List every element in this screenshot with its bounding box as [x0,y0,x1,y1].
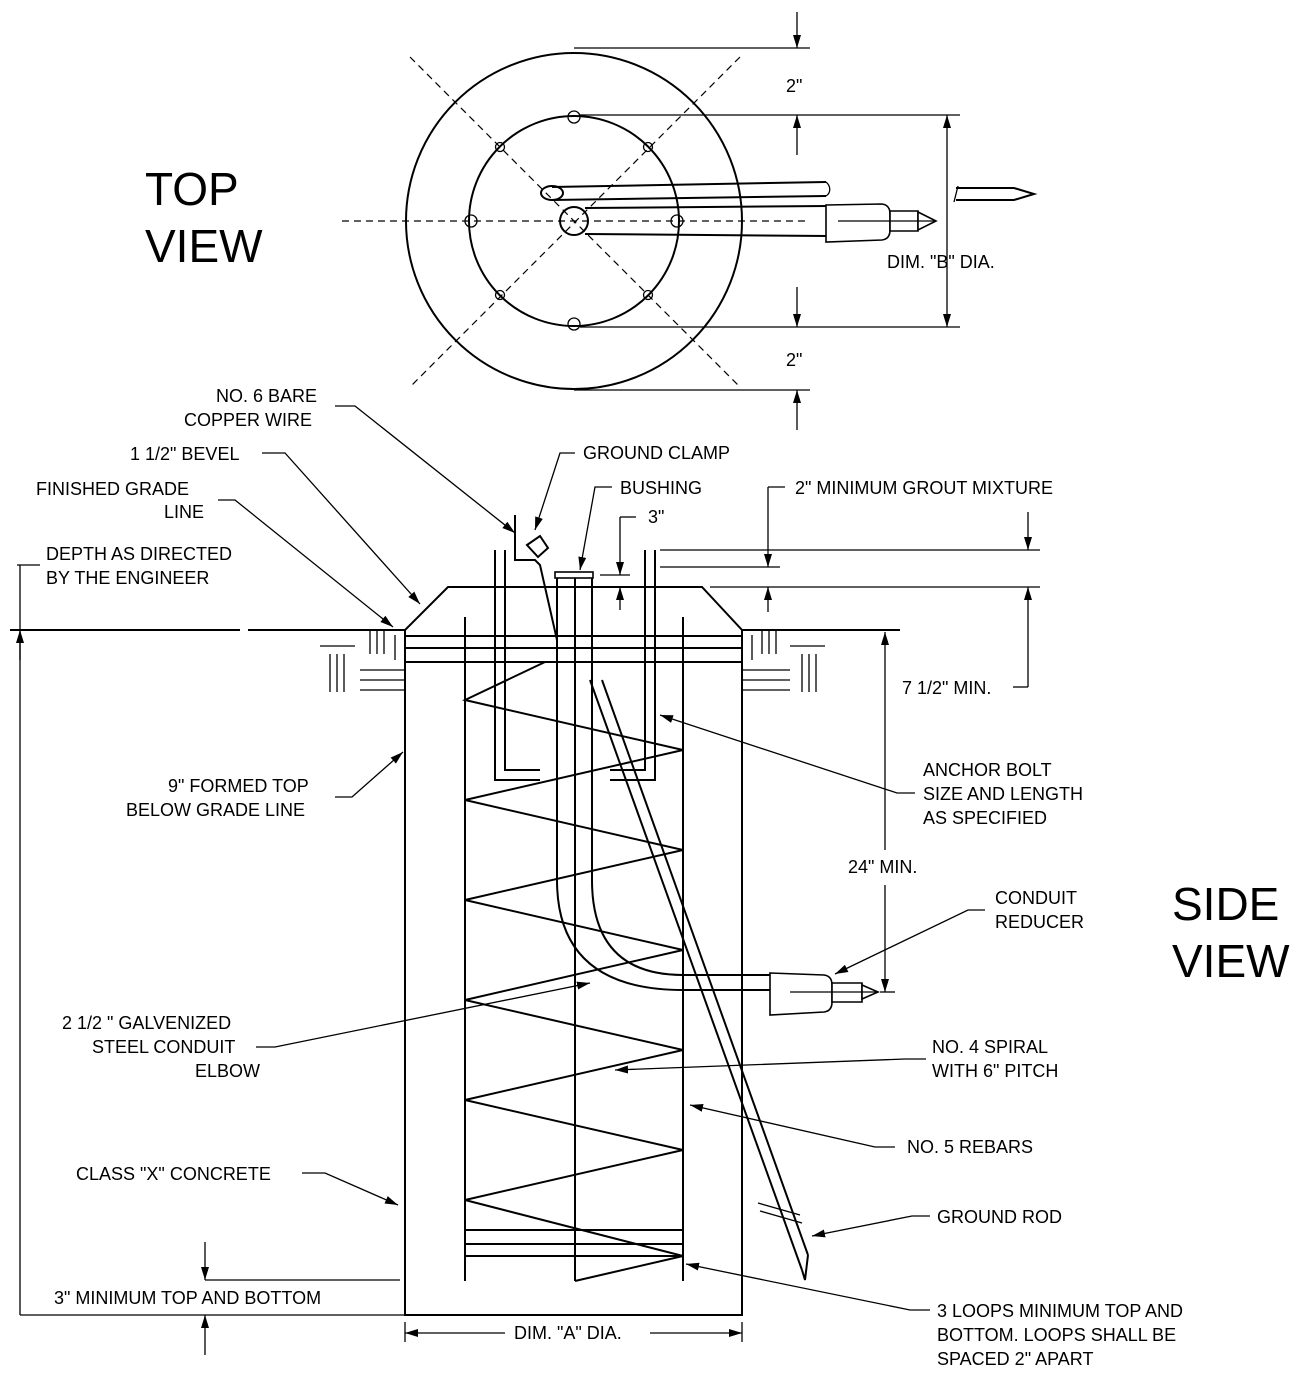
formed-top-label-2: BELOW GRADE LINE [126,800,305,820]
three-min-label: 3" MINIMUM TOP AND BOTTOM [54,1288,321,1308]
depth-label-1: DEPTH AS DIRECTED [46,544,232,564]
conduit-circle [559,206,589,236]
soil-hatch-left [320,630,405,692]
formed-top-label-1: 9" FORMED TOP [168,776,309,796]
anchor-bolt-label-3: AS SPECIFIED [923,808,1047,828]
conduit-reducer-label-1: CONDUIT [995,888,1077,908]
loops-label-1: 3 LOOPS MINIMUM TOP AND [937,1301,1183,1321]
side-view [10,405,1040,1355]
conduit-elbow [556,578,770,991]
top-dim-2in-upper: 2" [786,76,802,96]
top-dim-2in-lower: 2" [786,350,802,370]
dim-a-label: DIM. "A" DIA. [514,1323,622,1343]
anchor-bolt-label-2: SIZE AND LENGTH [923,784,1083,804]
ground-clamp-label: GROUND CLAMP [583,443,730,463]
side-view-title-line2: VIEW [1172,935,1290,987]
outer-foundation-circle [405,52,743,390]
class-x-label: CLASS "X" CONCRETE [76,1164,271,1184]
bushing [554,571,594,579]
no4-spiral [461,661,684,1282]
rebar-cage-circle [468,115,680,327]
top-view-title-line2: VIEW [145,220,263,272]
ground-rod-label: GROUND ROD [937,1207,1062,1227]
grout-label: 2" MINIMUM GROUT MIXTURE [795,478,1053,498]
galvanized-label-1: 2 1/2 " GALVENIZED [62,1013,231,1033]
spiral-label-1: NO. 4 SPIRAL [932,1037,1048,1057]
foundation-outline [404,586,743,1316]
dim-b-label: DIM. "B" DIA. [887,252,995,272]
finished-grade-label-2: LINE [164,502,204,522]
depth-label-2: BY THE ENGINEER [46,568,209,588]
loops-label-2: BOTTOM. LOOPS SHALL BE [937,1325,1176,1345]
conduit-reducer-label-2: REDUCER [995,912,1084,932]
finished-grade-label-1: FINISHED GRADE [36,479,189,499]
side-view-title-line1: SIDE [1172,878,1279,930]
top-view: 2" 2" DIM. "B" DIA. [342,12,1038,430]
three-inch-label: 3" [648,507,664,527]
bare-copper-label-1: NO. 6 BARE [216,386,317,406]
rebars-label: NO. 5 REBARS [907,1137,1033,1157]
ground-rod [589,679,803,1271]
bushing-label: BUSHING [620,478,702,498]
galvanized-label-3: ELBOW [195,1061,260,1081]
soil-hatch-right [742,630,825,692]
loops-label-3: SPACED 2" APART [937,1349,1093,1369]
rebar-marks [494,141,654,301]
seven-half-label: 7 1/2" MIN. [902,678,991,698]
galvanized-label-2: STEEL CONDUIT [92,1037,235,1057]
spiral-label-2: WITH 6" PITCH [932,1061,1058,1081]
anchor-bolt-label-1: ANCHOR BOLT [923,760,1052,780]
twentyfour-label: 24" MIN. [848,857,917,877]
bare-copper-label-2: COPPER WIRE [184,410,312,430]
top-view-title-line1: TOP [145,163,239,215]
bevel-label: 1 1/2" BEVEL [130,444,239,464]
